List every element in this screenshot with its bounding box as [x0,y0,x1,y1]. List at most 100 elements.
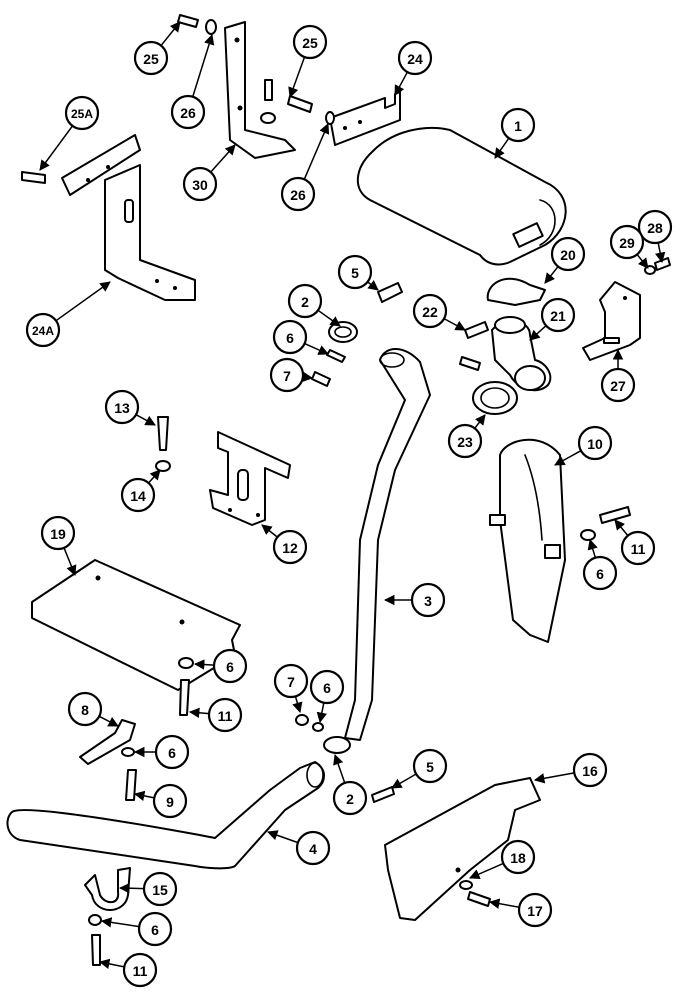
callout-label: 2 [346,791,354,807]
callout-label: 24 [407,51,423,67]
callout-c6f: 6 [100,911,173,947]
callout-leader [394,71,409,96]
callout-label: 6 [226,659,234,675]
callout-label: 30 [192,177,208,193]
callout-circle [142,871,178,907]
callout-label: 25A [71,107,93,121]
callout-c8: 8 [67,691,119,727]
callout-circle [170,94,206,130]
callout-label: 7 [287,674,295,690]
shield-bolt [580,506,631,541]
callout-c6e: 6 [133,734,190,770]
callout-circle [25,312,61,348]
callout-circle [600,367,636,403]
callout-circle [332,780,368,816]
callout-leader [267,830,299,844]
callout-c13: 13 [104,389,156,426]
callout-leader [654,242,666,264]
callout-circle [337,254,373,290]
callout-leader [587,538,598,558]
l-bracket [61,134,196,301]
callout-c7a: 7 [269,357,314,393]
callout-label: 6 [286,330,294,346]
callout-c14: 14 [120,469,161,513]
callout-label: 25 [302,35,318,51]
callout-layer: 1223455666666778910111111121314151617181… [25,21,673,988]
exhaust-pipe-upper [344,348,431,741]
callout-label: 8 [81,702,89,718]
callout-c19: 19 [40,515,77,576]
lower-pipe-clamp [295,714,395,803]
callout-c11b: 11 [614,519,656,566]
callout-circle [397,40,433,76]
callout-circle [280,176,316,212]
callout-label: 4 [309,841,317,857]
callout-circle [154,734,190,770]
callout-label: 5 [426,759,434,775]
callout-leader [148,469,161,484]
callout-label: 11 [631,541,646,557]
callout-circle [152,783,188,819]
callout-label: 22 [422,304,438,320]
callout-leader [192,33,215,97]
callout-c3: 3 [383,582,446,618]
callout-label: 21 [550,308,566,324]
callout-c15: 15 [118,871,178,907]
callout-label: 11 [133,963,148,979]
callout-leader [636,253,649,269]
callout-circle [637,209,673,245]
callout-circle [517,892,553,928]
callout-leader [544,266,559,284]
callout-c6d: 6 [309,669,345,724]
callout-circle [272,529,308,565]
callout-leader [135,414,156,426]
callout-leader [304,342,329,355]
callout-leader [469,862,504,880]
callout-c17: 17 [488,892,553,928]
callout-c5b: 5 [391,748,448,789]
callout-c9: 9 [133,783,188,819]
callout-circle [540,297,576,333]
callout-label: 6 [323,680,331,696]
callout-leader [316,702,328,724]
callout-circle [133,40,169,76]
callout-leader [288,56,306,98]
callout-label: 17 [527,903,543,919]
callout-c26b: 26 [280,123,330,212]
callout-c26a: 26 [170,33,215,130]
callout-c20: 20 [544,236,586,284]
callout-label: 15 [152,882,168,898]
callout-c11a: 11 [188,697,243,733]
callout-label: 19 [50,526,66,542]
callout-circle [620,530,656,566]
callout-c6b: 6 [582,538,618,591]
u-clamp [84,867,131,966]
callout-leader [100,917,140,928]
callout-leader [443,317,466,331]
callout-label: 2 [301,294,309,310]
callout-leader [39,125,74,171]
callout-leader [118,882,145,894]
callout-c24: 24 [394,40,433,96]
callout-label: 9 [166,794,174,810]
callout-label: 25 [143,51,159,67]
callout-label: 11 [218,708,233,724]
callout-leader [98,958,125,970]
callout-leader [292,696,303,714]
callout-circle [207,697,243,733]
upper-muffler-bracket [329,91,401,146]
callout-circle [577,425,613,461]
callout-circle [122,952,158,988]
callout-circle [582,555,618,591]
callout-leader [188,707,210,719]
callout-label: 1 [514,118,522,134]
callout-circle [295,830,331,866]
callout-circle [447,423,483,459]
top-hardware [21,14,335,184]
callout-c21: 21 [529,297,576,341]
callout-circle [287,283,323,319]
elbow-assembly [459,277,552,415]
callout-leader [488,898,520,909]
callout-label: 29 [619,235,635,251]
callout-circle [412,748,448,784]
